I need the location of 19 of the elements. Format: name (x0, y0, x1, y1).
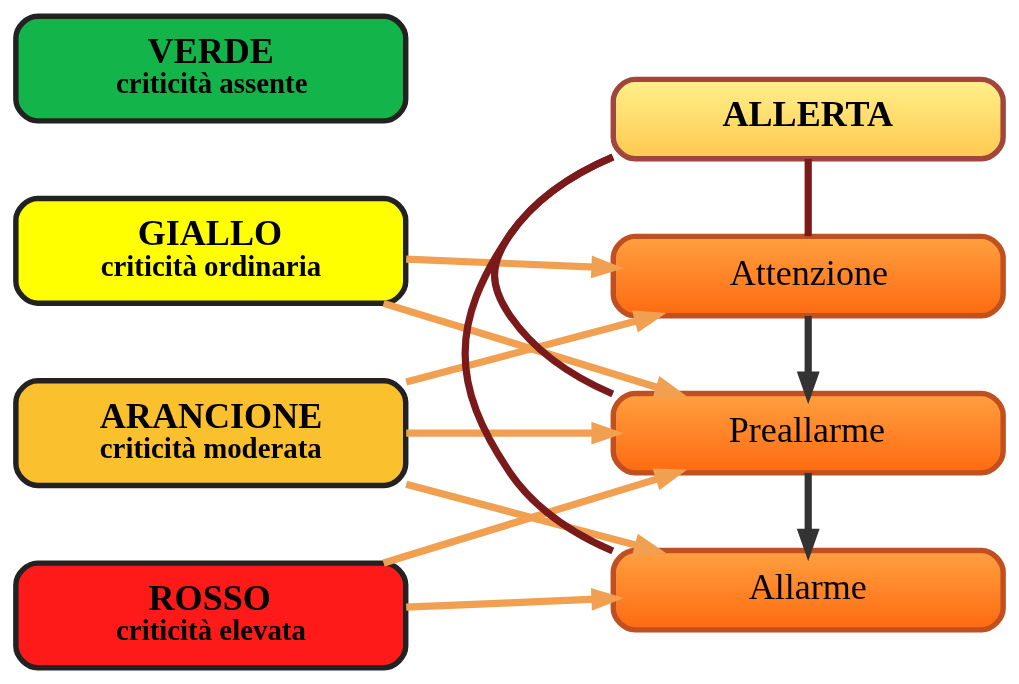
arrow (406, 255, 624, 279)
node-box: Attenzione (610, 233, 1006, 319)
connector (461, 153, 615, 555)
node-box: VERDE criticità assente (13, 13, 409, 124)
arrow (406, 587, 624, 611)
arrow (382, 299, 688, 398)
node-box: Allarme (610, 547, 1006, 633)
connector (804, 158, 812, 237)
arrow (405, 480, 667, 556)
arrow (382, 468, 688, 567)
arrow (796, 472, 820, 562)
node-box: GIALLO criticità ordinaria (13, 195, 409, 306)
node-box: ALLERTA (610, 76, 1006, 162)
node-box: ARANCIONE criticità moderata (13, 378, 409, 489)
arrow (406, 421, 624, 445)
node-box: Preallarme (610, 390, 1006, 476)
arrow (796, 315, 820, 405)
node-box: ROSSO criticità elevata (13, 560, 409, 671)
arrow (405, 310, 667, 386)
